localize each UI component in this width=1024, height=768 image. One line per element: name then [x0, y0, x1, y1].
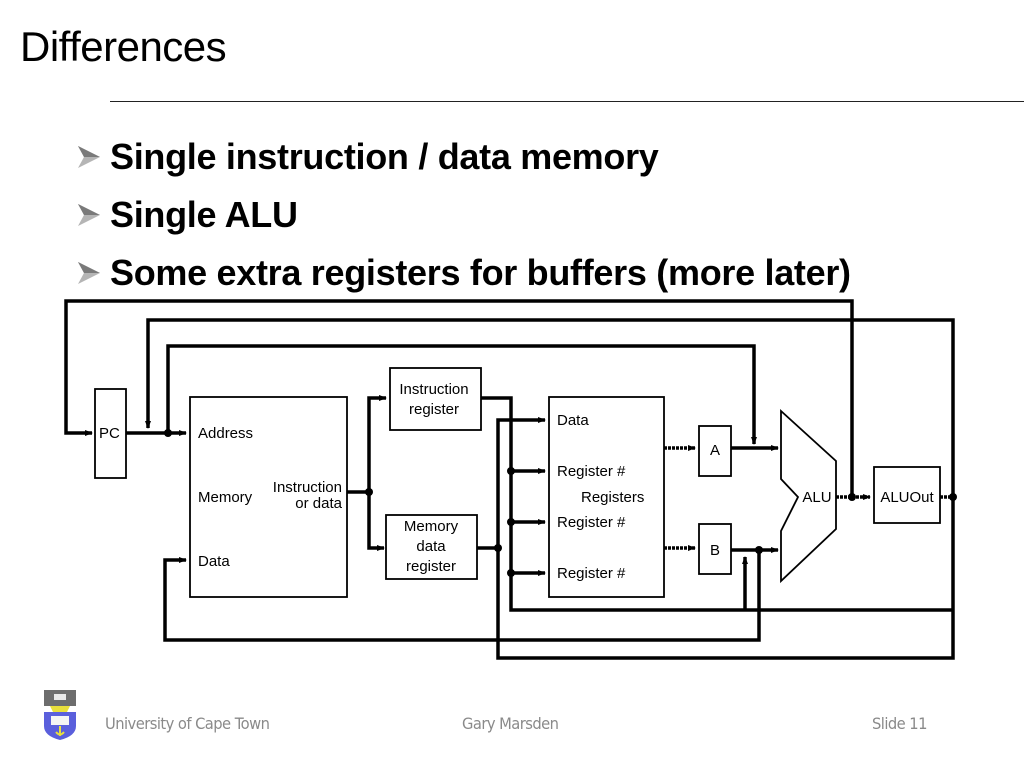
memory-output-label-2: or data — [295, 495, 342, 512]
wire-aluout-to-address — [145, 318, 955, 497]
arrow-bullet-icon — [78, 262, 100, 284]
mdr-label-1: Memory — [404, 518, 459, 535]
mdr-label-3: register — [406, 558, 456, 575]
arrow-bullet-icon — [78, 204, 100, 226]
memory-label: Memory — [198, 489, 253, 506]
memory-unit — [189, 396, 348, 598]
wire-to-mdr — [367, 492, 385, 551]
title-divider — [110, 101, 1024, 102]
ir-label-1: Instruction — [399, 381, 468, 398]
memory-data-register — [385, 514, 478, 580]
wire-pc-to-alu-a — [166, 344, 757, 445]
regfile-regnum-3: Register # — [557, 565, 626, 582]
wire-ir-out — [481, 396, 953, 612]
pc-label: PC — [99, 425, 120, 442]
a-register — [698, 425, 732, 477]
mdr-label-2: data — [416, 538, 446, 555]
instruction-register — [389, 367, 482, 431]
regfile-regnum-2: Register # — [557, 514, 626, 531]
bullet-list: Single instruction / data memory Single … — [74, 128, 851, 302]
regfile-regnum-1: Register # — [557, 463, 626, 480]
bullet-text: Single instruction / data memory — [110, 136, 659, 177]
a-label: A — [710, 442, 720, 459]
register-file — [548, 396, 665, 598]
bullet-item: Single ALU — [74, 186, 851, 244]
b-register — [698, 523, 732, 575]
regfile-data-label: Data — [557, 412, 589, 429]
regfile-label: Registers — [581, 489, 644, 506]
footer-author: Gary Marsden — [462, 714, 559, 733]
wire-to-ir — [367, 395, 387, 492]
memory-address-label: Address — [198, 425, 253, 442]
footer-slide-number: Slide 11 — [872, 714, 927, 733]
aluout-label: ALUOut — [880, 489, 934, 506]
wire-mdr-down — [496, 497, 955, 660]
alu — [780, 408, 837, 584]
ir-label-2: register — [409, 401, 459, 418]
slide-title: Differences — [20, 23, 227, 70]
wire-mdr-to-regdata — [496, 417, 546, 548]
bullet-item: Single instruction / data memory — [74, 128, 851, 186]
wire-alu-to-pc — [64, 299, 854, 497]
footer-institution: University of Cape Town — [105, 714, 270, 733]
alu-label: ALU — [802, 489, 831, 506]
pc-register — [94, 388, 127, 479]
memory-output-label-1: Instruction — [273, 479, 342, 496]
arrow-bullet-icon — [78, 146, 100, 168]
university-crest-icon — [44, 690, 76, 740]
memory-data-label: Data — [198, 553, 230, 570]
bullet-item: Some extra registers for buffers (more l… — [74, 244, 851, 302]
wires — [64, 299, 955, 660]
bullet-text: Some extra registers for buffers (more l… — [110, 252, 851, 293]
aluout-register — [873, 466, 941, 524]
wire-b-to-memdata — [163, 550, 761, 642]
junction-dots — [164, 429, 957, 577]
b-label: B — [710, 542, 720, 559]
bullet-text: Single ALU — [110, 194, 298, 235]
